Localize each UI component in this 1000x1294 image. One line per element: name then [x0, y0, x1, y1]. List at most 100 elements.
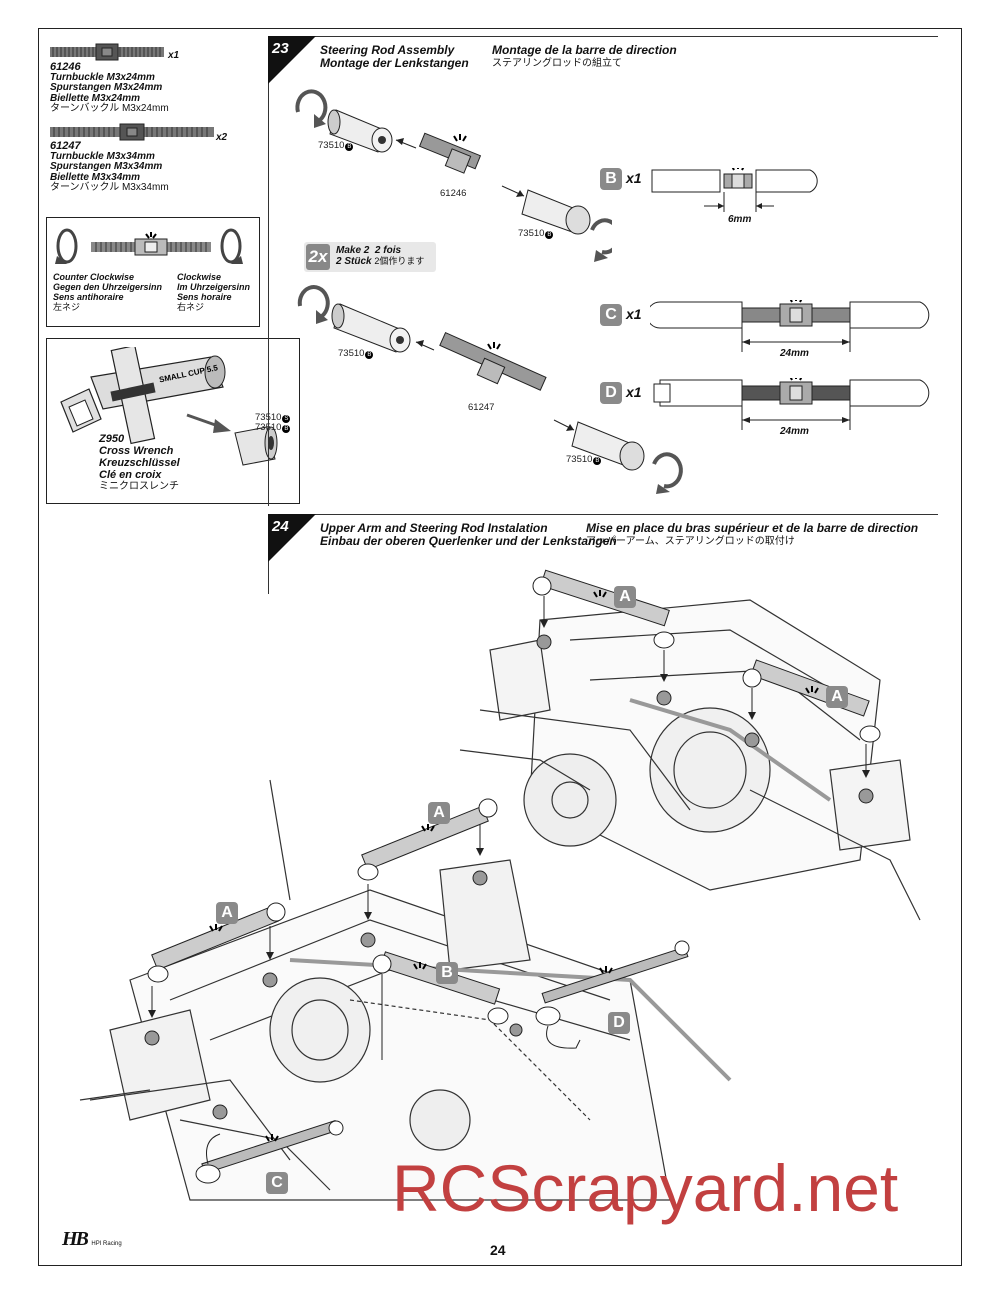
step-23-title-left: Steering Rod Assembly Montage der Lenkst…: [320, 44, 469, 70]
step-24-top-rule: [268, 514, 938, 515]
part-name-jp: ターンバックル M3x34mm: [50, 182, 169, 193]
part-name-de: Spurstangen M3x34mm: [50, 161, 163, 172]
callout-a-rear-right: A: [826, 686, 848, 708]
rod-a-cup-right-number: 73510: [518, 228, 545, 239]
part-number: 61246: [50, 61, 81, 73]
turnbuckle-34mm-icon: [50, 123, 214, 141]
step-24-section: 24 Upper Arm and Steering Rod Instalatio…: [268, 514, 958, 1214]
tool-name-fr: Clé en croix: [99, 469, 162, 481]
rod-a-number-label: 61246: [440, 188, 467, 199]
rotation-right-jp: 右ネジ: [177, 302, 205, 312]
tool-label: Z950 Cross Wrench Kreuzschlüssel Clé en …: [99, 433, 239, 493]
cross-wrench-icon: SMALL CUP 5.5: [60, 347, 226, 445]
rod-b-cup-right-number: 73510: [566, 454, 593, 465]
watermark-text: RCScrapyard.net: [392, 1151, 899, 1225]
result-d-dim: 24mm: [780, 426, 809, 437]
chassis-assembly-diagram: [79, 569, 921, 1201]
tool-name-jp: ミニクロスレンチ: [99, 481, 179, 492]
make-2-badge: 2x: [306, 244, 330, 270]
rotation-right-fr: Sens horaire: [177, 292, 232, 302]
marker-b-icon: B: [282, 425, 291, 433]
result-d: D x1 24mm: [600, 378, 940, 442]
rotation-right-de: Im Uhrzeigersinn: [177, 282, 251, 292]
callout-d: D: [608, 1012, 630, 1034]
rod-b-drawing: [651, 168, 818, 212]
rotation-label-left: Counter Clockwise Gegen den Uhrzeigersin…: [53, 272, 173, 312]
part-name-fr: Biellette M3x34mm: [50, 171, 141, 183]
result-c-qty: x1: [626, 306, 642, 322]
step-23-title-right: Montage de la barre de direction ステアリングロ…: [492, 44, 677, 70]
make-fr: 2 fois: [374, 245, 402, 256]
part-name-jp: ターンバックル M3x24mm: [50, 103, 169, 114]
callout-b: B: [436, 962, 458, 984]
make-2-text: Make 2 2 fois 2 Stück 2個作ります: [336, 245, 436, 267]
step-24-title-right: Mise en place du bras supérieur et de la…: [586, 522, 918, 548]
counter-clockwise-arrow-icon: [55, 228, 78, 264]
turnbuckle-rotation-icon: [91, 232, 211, 256]
step-24-title-en: Upper Arm and Steering Rod Instalation: [320, 521, 548, 535]
step-23-title-en: Steering Rod Assembly: [320, 43, 455, 57]
result-d-qty: x1: [626, 384, 642, 400]
part-name-de: Spurstangen M3x24mm: [50, 82, 163, 93]
page-number: 24: [490, 1242, 506, 1258]
step-23-section: 23 Steering Rod Assembly Montage der Len…: [268, 36, 958, 506]
step-23-number: 23: [272, 40, 289, 57]
result-b: B x1 6mm: [600, 168, 840, 228]
rod-b-cup-left-number: 73510: [338, 348, 365, 359]
rod-assembly-61246-diagram: [295, 89, 612, 262]
marker-s-icon: S: [282, 415, 291, 423]
step-23-title-jp: ステアリングロッドの組立て: [492, 58, 622, 69]
badge-c: C: [600, 304, 622, 326]
parts-item-61247: 61247 Turnbuckle M3x34mm Spurstangen M3x…: [50, 141, 210, 194]
arrow-to-cup-icon: [186, 413, 231, 433]
callout-c: C: [266, 1172, 288, 1194]
step-24-title-left: Upper Arm and Steering Rod Instalation E…: [320, 522, 617, 548]
tool-name-en: Cross Wrench: [99, 445, 174, 457]
step-24-title-jp: アッパーアーム、ステアリングロッドの取付け: [586, 536, 795, 547]
hb-logo-sub: HPI Racing: [91, 1241, 122, 1247]
rotation-left-de: Gegen den Uhrzeigersinn: [53, 282, 163, 292]
make-de: 2 Stück: [336, 256, 372, 267]
step-24-badge: [268, 514, 316, 562]
step-24-number: 24: [272, 518, 289, 535]
callout-a-front-left: A: [216, 902, 238, 924]
parts-item-61246: 61246 Turnbuckle M3x24mm Spurstangen M3x…: [50, 62, 210, 115]
rotation-left-fr: Sens antihoraire: [53, 292, 124, 302]
badge-b: B: [600, 168, 622, 190]
rotation-right-en: Clockwise: [177, 272, 222, 282]
rotation-left-en: Counter Clockwise: [53, 272, 135, 282]
result-c-dim: 24mm: [780, 348, 809, 359]
make-2-note: 2x Make 2 2 fois 2 Stück 2個作ります: [304, 242, 436, 272]
marker-b-icon: B: [365, 351, 374, 359]
rod-c-drawing: [650, 300, 930, 352]
rod-b-number-label: 61247: [468, 402, 495, 413]
step-24-title-fr: Mise en place du bras supérieur et de la…: [586, 521, 919, 535]
rod-d-drawing: [653, 378, 930, 430]
step-23-title-fr: Montage de la barre de direction: [492, 43, 677, 57]
parts-list: x1 61246 Turnbuckle M3x24mm Spurstangen …: [48, 40, 263, 200]
marker-b-icon: B: [345, 143, 354, 151]
clockwise-arrow-icon: [220, 228, 243, 264]
result-b-qty: x1: [626, 170, 642, 186]
result-b-dim: 6mm: [728, 214, 752, 225]
step-23-divider: [268, 36, 269, 506]
step-23-title-de: Montage der Lenkstangen: [320, 56, 469, 70]
page-frame: [38, 28, 962, 1266]
tool-name-de: Kreuzschlüssel: [99, 457, 180, 469]
marker-b-icon: B: [593, 457, 602, 465]
callout-a-rear-top: A: [614, 586, 636, 608]
marker-b-icon: B: [545, 231, 554, 239]
hb-logo-mark: HB: [62, 1228, 89, 1250]
rod-a-cup-left-number: 73510: [318, 140, 345, 151]
tool-code: Z950: [99, 433, 125, 445]
part-name-en: Turnbuckle M3x34mm: [50, 150, 155, 162]
rotation-guide: Counter Clockwise Gegen den Uhrzeigersin…: [46, 217, 260, 327]
parts-qty-61247: x2: [216, 132, 228, 143]
part-name-en: Turnbuckle M3x24mm: [50, 71, 155, 83]
step-24-title-de: Einbau der oberen Querlenker und der Len…: [320, 534, 617, 548]
part-number: 61247: [50, 140, 81, 152]
rod-assembly-61247-diagram: [297, 285, 683, 494]
